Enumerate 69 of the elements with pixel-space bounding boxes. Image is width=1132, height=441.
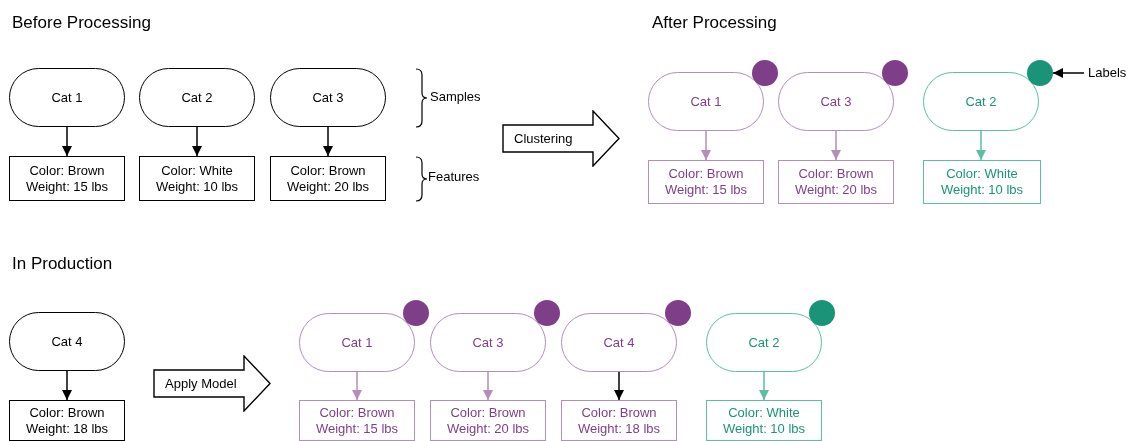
arrow <box>831 130 841 161</box>
node-label: Color: White Weight: 10 lbs <box>721 404 807 437</box>
label-dot <box>752 60 778 86</box>
node-label: Color: Brown Weight: 18 lbs <box>576 404 662 437</box>
arrow-label: Apply Model <box>165 375 237 392</box>
arrow <box>759 371 769 401</box>
section-heading: Before Processing <box>12 13 151 33</box>
arrow <box>323 126 333 157</box>
feature-box <box>9 400 125 441</box>
node-label: Cat 2 <box>748 334 780 351</box>
arrow <box>62 370 72 401</box>
terminal-pill <box>299 313 415 372</box>
node-label: Cat 3 <box>820 93 852 110</box>
feature-box <box>430 400 546 441</box>
label-dot <box>809 300 835 326</box>
node-label: Color: White Weight: 10 lbs <box>154 162 240 195</box>
feature-box <box>9 156 125 201</box>
arrow <box>192 126 202 157</box>
node-label: Color: Brown Weight: 20 lbs <box>285 162 371 195</box>
node-label: Color: Brown Weight: 20 lbs <box>793 166 879 198</box>
terminal-pill <box>706 313 822 372</box>
node-label: Color: Brown Weight: 20 lbs <box>445 404 531 437</box>
node-label: Cat 2 <box>965 93 997 110</box>
node-label: Color: Brown Weight: 15 lbs <box>314 404 400 437</box>
terminal-pill <box>430 313 546 372</box>
node-label: Cat 1 <box>51 89 83 106</box>
section-heading: After Processing <box>652 13 777 33</box>
callout-label: Labels <box>1088 65 1124 81</box>
feature-box <box>706 400 822 441</box>
arrow <box>701 130 711 161</box>
node-label: Cat 3 <box>312 89 344 106</box>
feature-box <box>561 400 677 441</box>
arrow <box>1052 68 1085 78</box>
node-label: Color: Brown Weight: 15 lbs <box>24 162 110 195</box>
arrow-label: Clustering <box>514 130 573 147</box>
node-label: Cat 3 <box>472 334 504 351</box>
node-label: Cat 2 <box>181 89 213 106</box>
terminal-pill <box>561 313 677 372</box>
node-label: Color: Brown Weight: 18 lbs <box>24 404 110 437</box>
terminal-pill <box>648 72 764 131</box>
feature-box <box>778 160 894 204</box>
terminal-pill <box>778 72 894 131</box>
block-arrow <box>153 355 271 412</box>
arrow <box>62 126 72 157</box>
terminal-pill <box>923 72 1039 131</box>
label-dot <box>1027 60 1053 86</box>
node-label: Cat 4 <box>51 333 83 350</box>
arrow <box>614 371 624 401</box>
section-heading: In Production <box>12 254 113 274</box>
label-dot <box>403 300 429 326</box>
label-dot <box>882 60 908 86</box>
node-label: Cat 4 <box>603 334 635 351</box>
arrow <box>483 371 493 401</box>
bracket-label: Features <box>428 169 480 184</box>
bracket-label: Samples <box>430 89 481 104</box>
block-arrow <box>502 110 620 167</box>
node-label: Color: White Weight: 10 lbs <box>939 166 1025 198</box>
label-dot <box>665 300 691 326</box>
label-dot <box>534 300 560 326</box>
arrow <box>352 371 362 401</box>
node-label: Cat 1 <box>341 334 373 351</box>
node-label: Color: Brown Weight: 15 lbs <box>663 166 749 198</box>
node-label: Cat 1 <box>690 93 722 110</box>
feature-box <box>299 400 415 441</box>
feature-box <box>270 156 386 201</box>
feature-box <box>648 160 764 204</box>
arrow <box>976 130 986 161</box>
feature-box <box>923 160 1041 204</box>
feature-box <box>139 156 255 201</box>
